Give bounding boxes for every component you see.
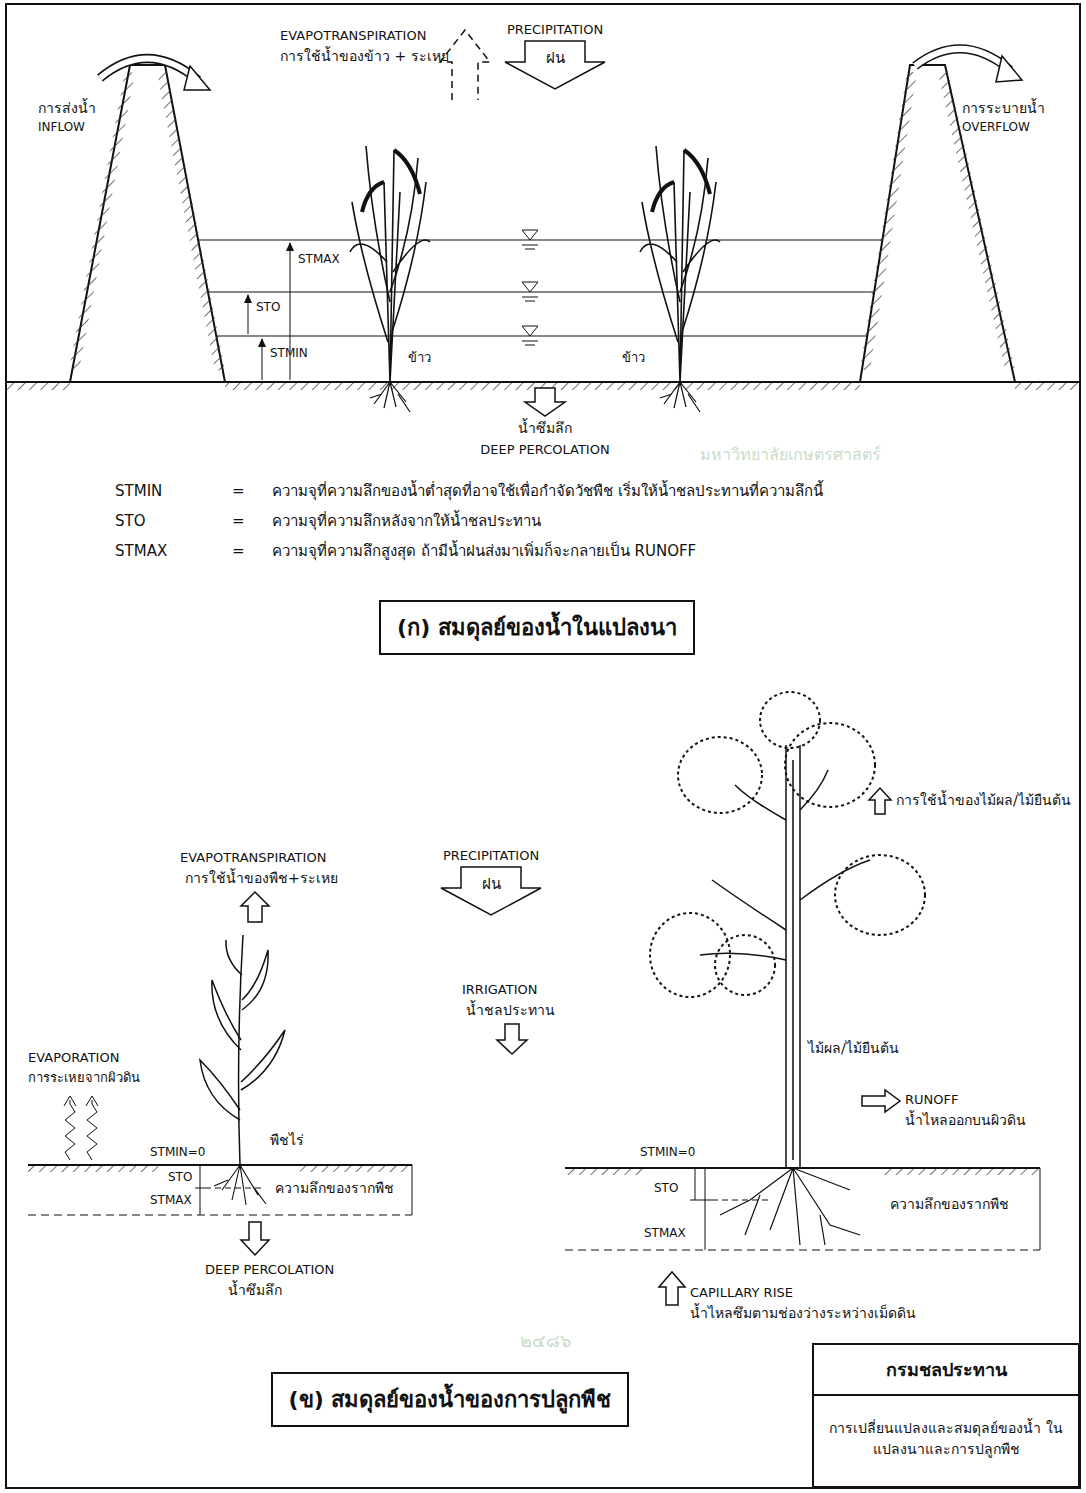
label-text: พืชไร่ — [270, 1132, 304, 1150]
label-text: DEEP PERCOLATION — [480, 442, 609, 458]
caption-box: (ข) สมดุลย์ของน้ำของการปลูกพืช — [271, 1372, 630, 1427]
label-text: INFLOW — [38, 120, 85, 135]
label-text: ความลึกของรากพืช — [890, 1196, 1009, 1214]
label-text: DEEP PERCOLATION — [205, 1262, 334, 1278]
label-text: ความลึกของรากพืช — [275, 1180, 394, 1198]
label-text: STMIN=0 — [640, 1145, 696, 1160]
label-text: = — [232, 512, 245, 531]
label-text: การระเหยจากผิวดิน — [28, 1070, 140, 1086]
label-text: ไม้ผล/ไม้ยืนต้น — [808, 1040, 899, 1058]
label-text: EVAPOTRANSPIRATION — [280, 28, 426, 44]
caption-box: (ก) สมดุลย์ของน้ำในแปลงนา — [379, 600, 695, 655]
precipitation-arrow: PRECIPITATION ฝน — [436, 848, 546, 916]
label-text: ข้าว — [408, 350, 431, 366]
arrow-shape: ฝน — [436, 866, 546, 916]
label-text: น้ำไหลซึมตามช่องว่างระหว่างเม็ดดิน — [690, 1305, 916, 1323]
label-text: ข้าว — [622, 350, 645, 366]
label-text: STO — [654, 1181, 678, 1196]
caption-text: (ก) สมดุลย์ของน้ำในแปลงนา — [397, 610, 677, 645]
label-text: ความจุที่ความลึกหลังจากให้น้ำชลประทาน — [272, 512, 541, 531]
arrow-heading: PRECIPITATION — [436, 848, 546, 863]
label-text: การใช้น้ำของพืช+ระเหย — [185, 870, 338, 888]
label-text: IRRIGATION — [462, 982, 537, 998]
title-block: กรมชลประทานการเปลี่ยนแปลงและสมดุลย์ของน้… — [812, 1343, 1080, 1488]
department-name: กรมชลประทาน — [814, 1345, 1078, 1396]
label-text: EVAPOTRANSPIRATION — [180, 850, 326, 866]
label-text: STMAX — [298, 252, 340, 267]
label-text: STMIN=0 — [150, 1145, 206, 1160]
label-text: STMIN — [270, 346, 308, 361]
caption-text: (ข) สมดุลย์ของน้ำของการปลูกพืช — [289, 1382, 612, 1417]
label-text: มหาวิทยาลัยเกษตรศาสตร์ — [700, 445, 881, 465]
label-text: ๒๔๘๖ — [520, 1330, 571, 1353]
arrow-shape: ฝน — [500, 40, 610, 90]
label-text: OVERFLOW — [962, 120, 1030, 135]
label-text: น้ำชลประทาน — [466, 1002, 555, 1020]
label-text: EVAPORATION — [28, 1050, 119, 1066]
label-text: น้ำซึมลึก — [518, 420, 572, 438]
label-text: การส่งน้ำ — [38, 100, 96, 118]
label-text: STMAX — [115, 542, 167, 561]
label-text: = — [232, 482, 245, 501]
label-text: STO — [168, 1170, 192, 1185]
label-text: การระบายน้ำ — [962, 100, 1045, 118]
label-text: STMAX — [644, 1226, 686, 1241]
arrow-heading: PRECIPITATION — [500, 22, 610, 37]
label-text: ความจุที่ความลึกสูงสุด ถ้ามีน้ำฝนส่งมาเพ… — [272, 542, 696, 561]
label-text: น้ำซึมลึก — [228, 1282, 282, 1300]
label-text: การใช้น้ำของไม้ผล/ไม้ยืนต้น — [896, 792, 1071, 810]
arrow-text: ฝน — [500, 40, 610, 70]
label-text: STMIN — [115, 482, 162, 501]
label-text: การใช้น้ำของข้าว + ระเหย — [280, 48, 449, 66]
label-text: ความจุที่ความลึกของน้ำต่ำสุดที่อาจใช้เพื… — [272, 482, 823, 501]
label-text: น้ำไหลออกบนผิวดิน — [905, 1112, 1026, 1130]
label-text: STO — [115, 512, 146, 531]
arrow-text: ฝน — [436, 866, 546, 896]
drawing-title: การเปลี่ยนแปลงและสมดุลย์ของน้ำ ในแปลงนาแ… — [814, 1396, 1078, 1468]
label-text: CAPILLARY RISE — [690, 1285, 793, 1301]
label-text: RUNOFF — [905, 1092, 958, 1108]
label-text: STO — [256, 300, 280, 315]
precipitation-arrow: PRECIPITATION ฝน — [500, 22, 610, 90]
label-text: STMAX — [150, 1193, 192, 1208]
label-text: = — [232, 542, 245, 561]
